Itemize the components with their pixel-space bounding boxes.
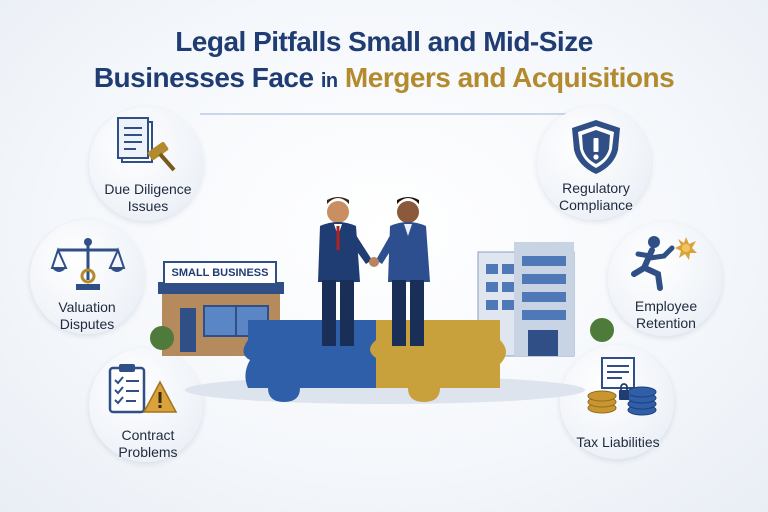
headline-line-2-part-2: in [320,70,338,92]
headline-line-1: Legal Pitfalls Small and Mid-Size [175,26,593,57]
contract-label: Contract Problems [83,427,213,461]
employee-circle [608,222,722,336]
contract-line-2: Problems [118,444,178,460]
scales-icon [50,238,126,290]
headline-line-2-part-3: Mergers and Acquisitions [344,62,675,93]
right-businessman [376,197,430,346]
due-diligence-line-2: Issues [127,198,169,214]
headline-line-2: Businesses Face in Mergers and Acquisiti… [0,62,768,94]
handshake [369,257,379,267]
headline-line-2-part-1: Businesses Face [93,62,314,93]
regulatory-line-2: Compliance [559,197,633,213]
shield-alert-icon [572,120,620,174]
valuation-line-2: Disputes [59,316,115,332]
valuation-line-1: Valuation [58,299,116,315]
contract-line-1: Contract [121,427,175,443]
tax-label: Tax Liabilities [553,434,683,451]
document-gavel-icon [117,117,176,172]
coins-document-icon [587,357,657,416]
employee-line-1: Employee [634,298,698,314]
contract-circle [89,348,203,462]
due-diligence-line-1: Due Diligence [104,181,192,197]
regulatory-line-1: Regulatory [562,180,630,196]
tax-line-1: Tax Liabilities [576,434,660,450]
running-person-icon [631,236,697,291]
due-diligence-label: Due Diligence Issues [83,181,213,215]
title-divider [200,113,568,115]
storefront-sign: SMALL BUSINESS [171,267,269,279]
left-businessman [318,197,372,346]
employee-label: Employee Retention [601,298,731,332]
employee-line-2: Retention [636,315,696,331]
clipboard-warning-icon [108,364,178,414]
valuation-label: Valuation Disputes [22,299,152,333]
regulatory-label: Regulatory Compliance [531,180,661,214]
center-illustration [150,197,614,404]
